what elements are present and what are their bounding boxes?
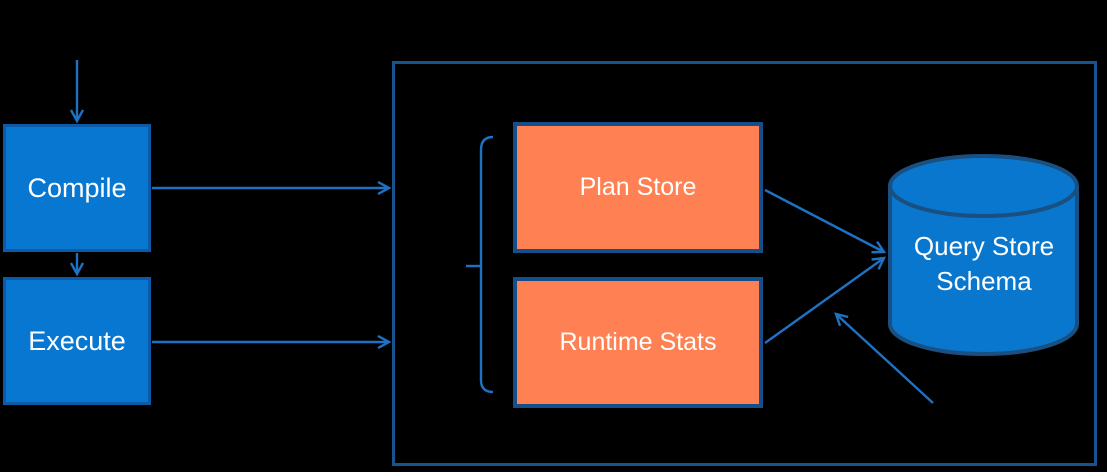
query-store-container <box>392 61 1097 466</box>
arrow-runtime-stats-to-schema <box>764 258 884 344</box>
arrow-external-to-schema <box>836 314 934 404</box>
runtime-stats-label: Runtime Stats <box>559 328 717 356</box>
compile-label: Compile <box>27 172 127 203</box>
compile-node: Compile <box>3 124 151 252</box>
plan-store-label: Plan Store <box>579 173 697 201</box>
query-store-schema-cylinder <box>888 154 1079 356</box>
query-store-schema-label: Query Store Schema <box>913 231 1055 296</box>
group-brace <box>466 135 494 394</box>
execute-node: Execute <box>3 277 151 405</box>
arrow-plan-store-to-schema <box>764 188 884 252</box>
runtime-stats-node: Runtime Stats <box>513 277 763 408</box>
execute-label: Execute <box>28 325 126 356</box>
plan-store-node: Plan Store <box>513 122 763 253</box>
